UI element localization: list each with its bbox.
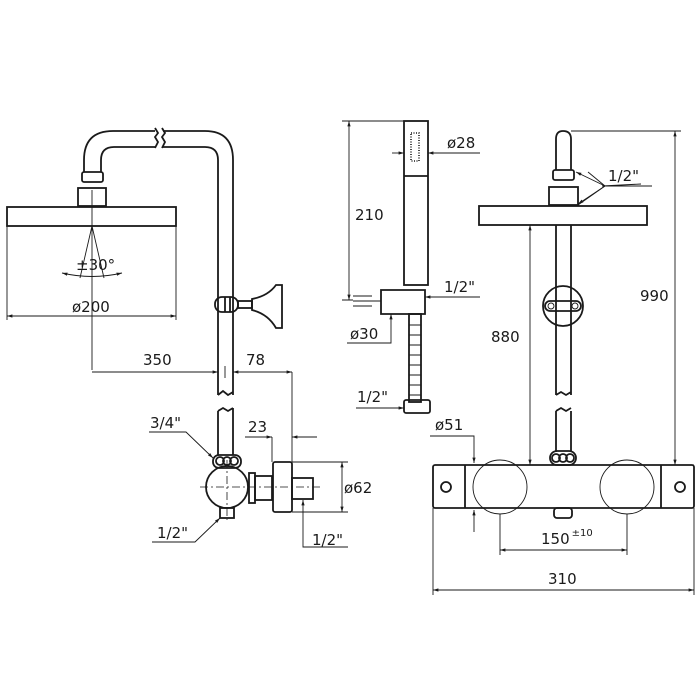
wall-inlet-label: 1/2" [312, 531, 343, 549]
head-diameter-label: ø200 [72, 298, 110, 316]
front-view: 1/2" 990 880 ø51 150±10 310 [430, 130, 695, 595]
thermostatic-mixer [432, 464, 695, 509]
hand-shower-diameter-label: ø28 [447, 134, 475, 152]
head-height-label: 880 [491, 328, 520, 346]
total-height-label: 990 [640, 287, 669, 305]
flange-diameter-label: ø62 [344, 479, 372, 497]
wall-offset-label: 78 [246, 351, 265, 369]
outlet-bottom-label: 1/2" [157, 524, 188, 542]
flow-knob [599, 459, 655, 515]
shower-arm [83, 127, 234, 455]
arm-projection-label: 350 [143, 351, 172, 369]
hose-connection-label: 1/2" [357, 388, 388, 406]
rail-bracket [542, 285, 584, 327]
hand-shower-view: 210 ø28 1/2" ø30 1/2" [342, 120, 480, 414]
side-view: ±30° ø200 350 78 3/4" 23 [6, 127, 372, 549]
holder-diameter-label: ø30 [350, 325, 378, 343]
wall-bracket [214, 284, 283, 329]
inlet-top-label: 3/4" [150, 414, 181, 432]
flange-depth-label: 23 [248, 418, 267, 436]
mixer-side [200, 454, 320, 520]
shower-head-side [6, 171, 177, 370]
holder-outlet-label: 1/2" [444, 278, 475, 296]
head-connection-label: 1/2" [608, 167, 639, 185]
hand-shower-length-label: 210 [355, 206, 384, 224]
spray-angle-label: ±30° [76, 256, 115, 274]
inlet-spacing-label: 150±10 [541, 528, 593, 548]
temperature-knob [472, 459, 528, 515]
knob-diameter-label: ø51 [435, 416, 463, 434]
mixer-width-label: 310 [548, 570, 577, 588]
